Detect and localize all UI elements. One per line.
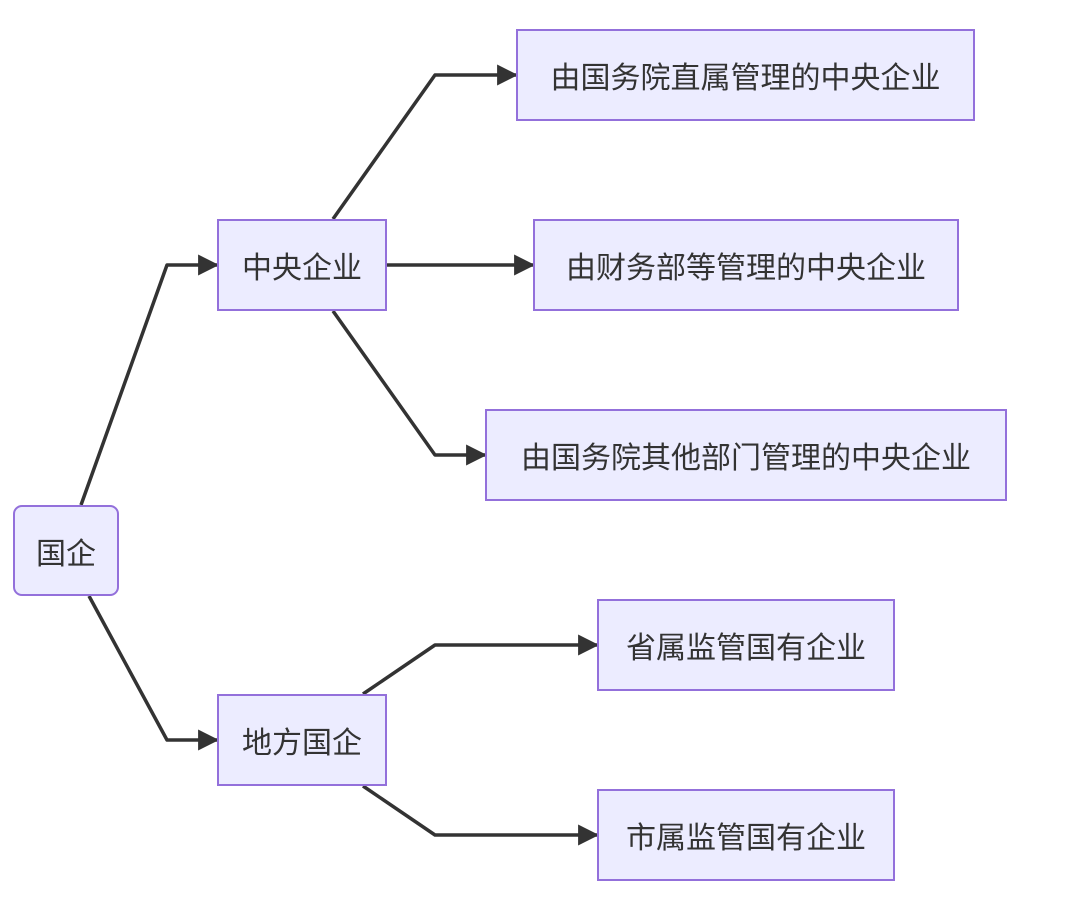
node-local-child-1: 省属监管国有企业 <box>597 599 895 691</box>
node-local-child-2: 市属监管国有企业 <box>597 789 895 881</box>
node-central-child-3-label: 由国务院其他部门管理的中央企业 <box>521 441 971 476</box>
node-local-child-2-label: 市属监管国有企业 <box>626 821 866 856</box>
node-central-child-1: 由国务院直属管理的中央企业 <box>516 29 975 121</box>
node-local-label: 地方国企 <box>242 726 362 761</box>
edge-central-to-c3 <box>331 309 488 466</box>
node-central-child-3: 由国务院其他部门管理的中央企业 <box>485 409 1007 501</box>
node-root-soe: 国企 <box>13 505 119 596</box>
edge-root-to-local <box>87 595 220 751</box>
node-local-soe: 地方国企 <box>217 694 387 786</box>
edge-local-to-l2 <box>362 784 600 846</box>
node-central-child-2: 由财务部等管理的中央企业 <box>533 219 959 311</box>
node-central-child-1-label: 由国务院直属管理的中央企业 <box>550 61 941 96</box>
node-local-child-1-label: 省属监管国有企业 <box>626 631 866 666</box>
edge-root-to-central <box>79 254 220 506</box>
node-central-enterprises: 中央企业 <box>217 219 387 311</box>
node-central-child-2-label: 由财务部等管理的中央企业 <box>566 251 926 286</box>
edge-central-to-c1 <box>331 64 519 221</box>
edge-local-to-l1 <box>362 634 600 696</box>
node-central-label: 中央企业 <box>242 251 362 286</box>
node-root-label: 国企 <box>36 536 96 572</box>
